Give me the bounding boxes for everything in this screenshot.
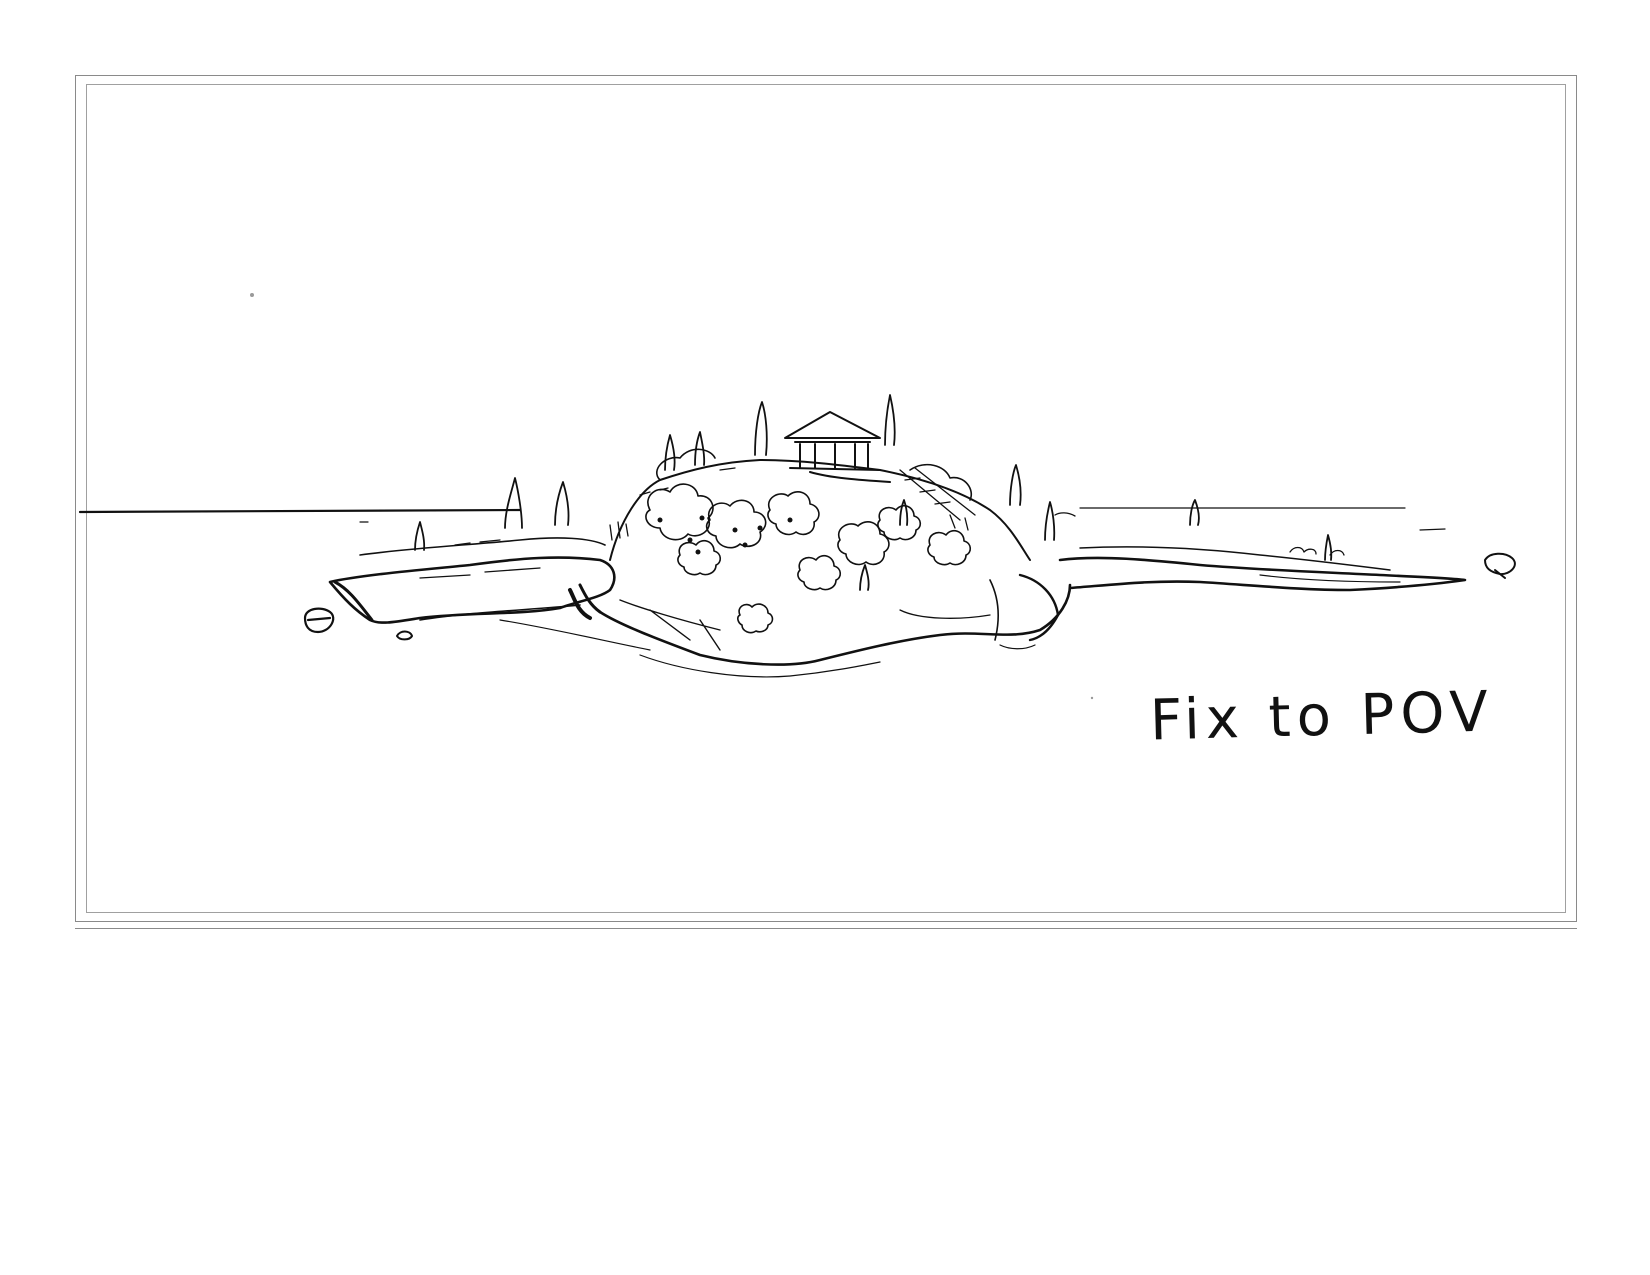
panel-divider-line bbox=[75, 928, 1577, 929]
director-note: Fix to POV bbox=[1149, 679, 1495, 754]
storyboard-panel-inner-frame bbox=[86, 84, 1566, 913]
